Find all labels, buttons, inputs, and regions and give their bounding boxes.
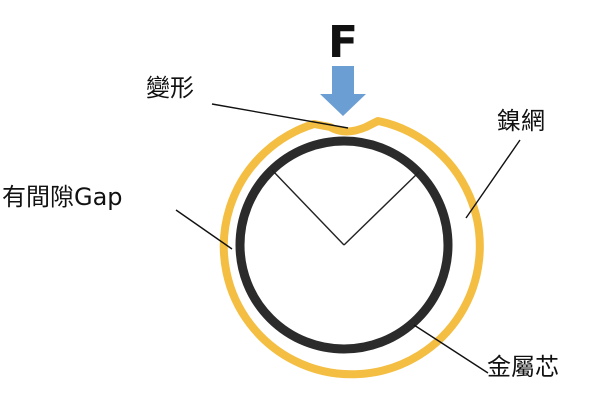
mesh-leader-line xyxy=(465,139,521,219)
mesh-label: 鎳網 xyxy=(497,107,545,135)
metal-core-ring xyxy=(235,136,453,354)
deformation-leader-line xyxy=(211,103,349,129)
core-leader-line xyxy=(413,324,489,374)
force-label: F xyxy=(328,17,358,68)
center-line-right xyxy=(343,171,420,246)
mesh-ring xyxy=(219,117,484,379)
gap-label: 有間隙Gap xyxy=(2,183,123,211)
deformation-label: 變形 xyxy=(146,74,194,102)
center-line-left xyxy=(271,169,345,246)
gap-leader-line xyxy=(175,209,233,250)
force-arrow xyxy=(320,66,366,116)
core-label: 金屬芯 xyxy=(487,353,559,381)
